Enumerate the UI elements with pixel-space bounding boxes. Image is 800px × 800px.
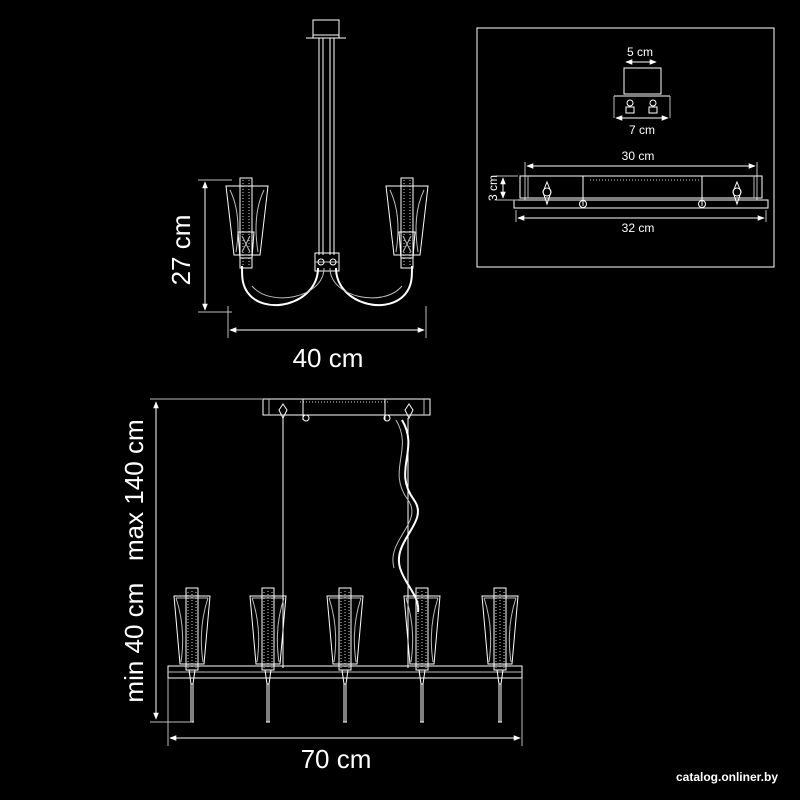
side-left-shade [225,177,269,269]
plate-inner-label: 30 cm [622,149,655,163]
canopy-top-label: 5 cm [627,45,653,59]
side-width-label: 40 cm [293,343,364,373]
plate-height-label: 3 cm [486,175,500,201]
mounting-detail-panel: 5 cm 7 cm 30 cm 3 cm 32 [476,27,775,268]
front-shade-2 [249,587,287,723]
front-shade-5 [481,587,519,723]
plate-outer-label: 32 cm [622,221,655,235]
side-height-label: 27 cm [166,215,196,286]
front-shade-3 [326,587,364,723]
front-view: min 40 cm max 140 cm 70 cm [119,398,523,774]
front-height-label: min 40 cm max 140 cm [119,419,149,702]
front-shade-4 [403,587,441,723]
side-view: 27 cm 40 cm [166,19,429,373]
front-shade-1 [173,587,211,723]
side-right-shade [385,177,429,269]
canopy-bottom-label: 7 cm [629,123,655,137]
front-width-label: 70 cm [301,744,372,774]
watermark: catalog.onliner.by [676,770,778,784]
